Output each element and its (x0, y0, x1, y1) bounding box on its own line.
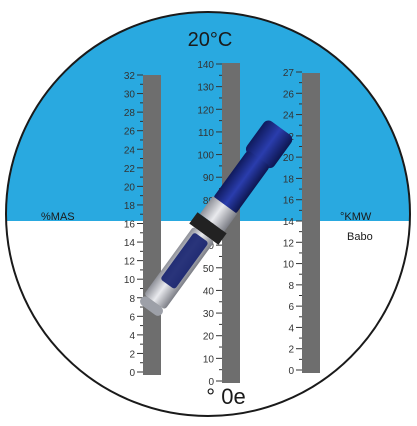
left-tick-label: 14 (124, 238, 136, 249)
temperature-label: 20°C (188, 29, 233, 51)
middle-scale-bar (222, 63, 240, 383)
right-tick-label: 26 (283, 89, 295, 100)
left-tick-label: 22 (124, 164, 136, 175)
left-tick-label: 24 (124, 145, 136, 156)
right-tick-label: 16 (283, 196, 295, 207)
bottom-scale-name: ° 0e (206, 384, 245, 409)
middle-tick-label: 110 (198, 128, 214, 139)
refractometer-device-picture (140, 120, 293, 316)
middle-tick-label: 80 (203, 196, 215, 207)
left-tick-label: 4 (129, 331, 135, 342)
middle-tick-label: 40 (203, 286, 215, 297)
middle-tick-label: 50 (203, 264, 215, 275)
middle-tick-label: 120 (197, 105, 214, 116)
middle-tick-label: 90 (203, 173, 215, 184)
left-scale-bar (143, 75, 161, 375)
body-collar (189, 212, 227, 245)
left-tick-label: 16 (124, 220, 136, 231)
eyepiece-cap (245, 120, 293, 169)
right-tick-label: 14 (283, 217, 295, 228)
left-tick-label: 6 (129, 312, 135, 323)
right-tick-label: 6 (288, 302, 294, 313)
middle-tick-label: 130 (197, 83, 214, 94)
left-tick-label: 10 (124, 275, 136, 286)
left-tick-label: 18 (124, 201, 136, 212)
tip (140, 296, 163, 316)
right-tick-label: 12 (283, 238, 295, 249)
left-tick-label: 30 (124, 90, 136, 101)
eyepiece-barrel (214, 151, 269, 214)
left-tick-label: 8 (129, 294, 135, 305)
right-tick-label: 8 (288, 281, 294, 292)
prism-window (161, 233, 208, 289)
middle-tick-label: 20 (203, 332, 215, 343)
left-tick-label: 0 (129, 368, 135, 379)
right-tick-label: 27 (283, 68, 295, 79)
right-scale-name-line1: °KMW (340, 211, 372, 223)
middle-tick-label: 0 (208, 377, 214, 388)
middle-tick-label: 100 (197, 151, 214, 162)
left-tick-label: 12 (124, 257, 136, 268)
right-tick-label: 20 (283, 153, 295, 164)
left-tick-label: 2 (129, 349, 135, 360)
right-tick-label: 0 (288, 366, 294, 377)
right-scale-bar (302, 73, 320, 373)
right-tick-label: 18 (283, 174, 295, 185)
right-tick-label: 2 (288, 345, 294, 356)
middle-scale-ticks: 0102030405060708090100110120130140 (197, 60, 222, 388)
middle-tick-label: 140 (197, 60, 214, 71)
body-ring (199, 196, 238, 232)
middle-tick-label: 10 (203, 354, 215, 365)
left-tick-label: 26 (124, 127, 136, 138)
right-tick-label: 4 (288, 323, 294, 334)
left-tick-label: 20 (124, 182, 136, 193)
viewing-circle-border (5, 11, 411, 417)
left-tick-label: 28 (124, 108, 136, 119)
left-scale-name: %MAS (41, 211, 75, 223)
right-tick-label: 10 (283, 260, 295, 271)
left-tick-label: 32 (124, 71, 136, 82)
middle-tick-label: 30 (203, 309, 215, 320)
right-scale-name-line2: Babo (347, 231, 373, 243)
right-tick-label: 24 (283, 111, 295, 122)
